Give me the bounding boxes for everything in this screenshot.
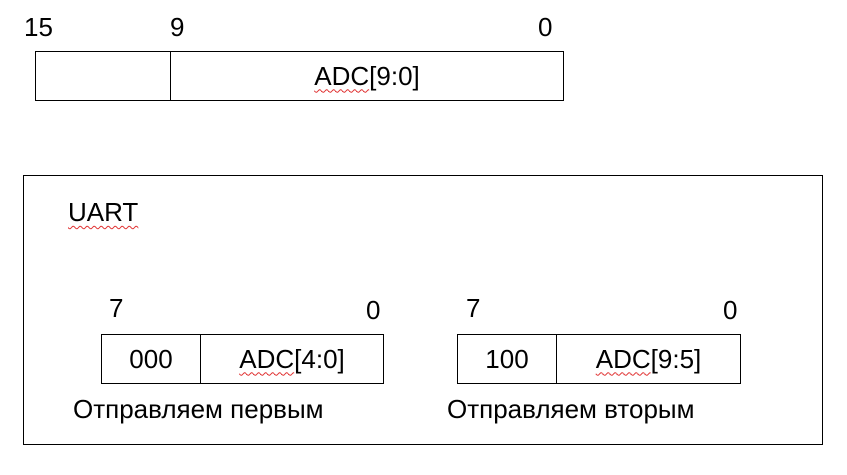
register-adc-label: ADC[9:0] — [314, 60, 420, 91]
second-packet-caption: Отправляем вторым — [447, 394, 695, 424]
spellcheck-underlined-text: ADC — [314, 60, 370, 91]
first-packet-bit-0-label: 0 — [366, 295, 381, 325]
second-packet-box: 100 ADC[9:5] — [457, 334, 741, 384]
first-packet-bit-7-label: 7 — [109, 293, 124, 323]
second-packet-bit-0-label: 0 — [723, 295, 738, 325]
register-bit-9-label: 9 — [170, 12, 185, 42]
first-packet-adc-cell: ADC[4:0] — [239, 343, 345, 374]
register-box: ADC[9:0] — [35, 51, 564, 101]
uart-title: UART — [68, 197, 139, 227]
second-packet-bit-7-label: 7 — [466, 293, 481, 323]
second-packet-prefix-cell: 100 — [458, 335, 557, 383]
register-bit-15-label: 15 — [24, 12, 53, 42]
first-packet-caption: Отправляем первым — [73, 394, 324, 424]
second-packet-adc-cell: ADC[9:5] — [595, 343, 702, 374]
spellcheck-underlined-text: ADC — [595, 343, 651, 374]
register-unused-cell — [36, 52, 171, 100]
first-packet-box: 000 ADC[4:0] — [101, 334, 384, 384]
register-adc-cell: ADC[9:0] — [171, 52, 563, 100]
spellcheck-underlined-text: ADC — [239, 343, 295, 374]
first-packet-prefix-cell: 000 — [102, 335, 201, 383]
register-bit-0-label: 0 — [538, 12, 553, 42]
uart-frame: UART — [23, 175, 823, 445]
